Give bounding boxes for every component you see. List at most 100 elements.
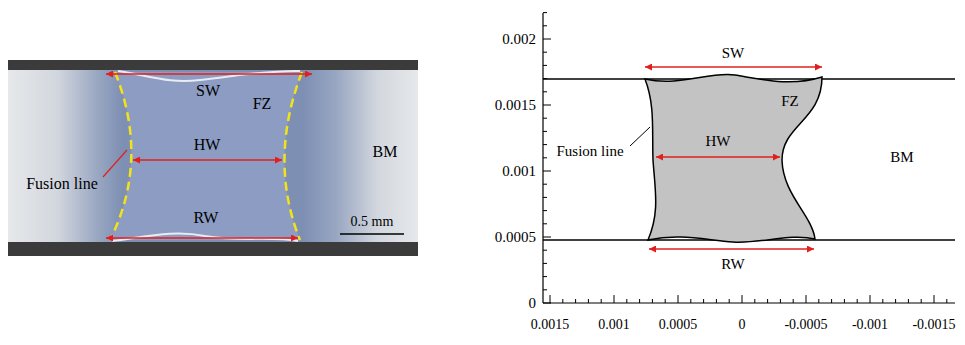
axis-tick-label: 0.0015 [495, 98, 536, 113]
axis-tick [543, 131, 547, 132]
width-arrow [106, 73, 312, 75]
axis-tick [767, 299, 768, 303]
axis-tick [543, 105, 551, 106]
axis-tick [562, 299, 563, 303]
axis-tick [895, 299, 896, 303]
width-arrow [649, 248, 814, 250]
axis-tick [882, 299, 883, 303]
axis-tick [639, 299, 640, 303]
region-label: FZ [253, 96, 272, 112]
axis-tick-label: -0.0015 [912, 318, 955, 332]
axis-tick [742, 295, 743, 303]
axis-tick [543, 52, 547, 53]
axis-tick [588, 299, 589, 303]
axis-tick [857, 299, 858, 303]
scale-label: 0.5 mm [351, 215, 394, 229]
axis-tick [543, 144, 547, 145]
axis-tick [543, 25, 547, 26]
axis-tick [543, 39, 551, 40]
axis-tick [543, 276, 547, 277]
fusion-line [284, 72, 302, 240]
callout-label: Fusion line [26, 176, 98, 192]
axis-tick [703, 299, 704, 303]
axis-tick [818, 299, 819, 303]
dimension-label: SW [722, 46, 745, 61]
region-label: FZ [781, 94, 799, 109]
axis-tick [870, 295, 871, 303]
axis-tick [793, 299, 794, 303]
axis-tick [543, 289, 547, 290]
width-arrow [656, 156, 780, 158]
axis-tick [780, 299, 781, 303]
axis-tick [690, 299, 691, 303]
axis-tick-label: 0 [739, 318, 746, 332]
axis-tick [908, 299, 909, 303]
axis-tick [652, 299, 653, 303]
dimension-label: HW [194, 137, 221, 153]
axis-tick [754, 299, 755, 303]
axis-tick [921, 299, 922, 303]
weld-surface [118, 71, 300, 81]
micrograph [8, 60, 418, 256]
width-arrow [106, 237, 298, 239]
axis-tick [543, 237, 551, 238]
axis-tick [543, 184, 547, 185]
axis-tick [543, 303, 551, 304]
axis-tick [543, 65, 547, 66]
width-arrow [133, 159, 282, 161]
fusion-zone [110, 72, 302, 240]
axis-tick-label: 0.001 [598, 318, 630, 332]
axis-tick [946, 299, 947, 303]
width-arrow [645, 66, 822, 68]
plot-axes [543, 13, 955, 303]
axis-tick [543, 197, 547, 198]
axis-tick-label: 0.0005 [659, 318, 698, 332]
leader-line [630, 127, 650, 146]
axis-tick [614, 295, 615, 303]
axis-tick-label: -0.0005 [784, 318, 827, 332]
axis-tick [543, 263, 547, 264]
region-label: SW [196, 83, 220, 99]
callout-label: Fusion line [556, 144, 623, 159]
base-metal [8, 70, 418, 242]
dimension-label: RW [194, 210, 219, 226]
axis-tick [806, 295, 807, 303]
fusion-line [110, 72, 131, 240]
axis-tick [543, 12, 547, 13]
axis-tick [543, 223, 547, 224]
axis-tick [729, 299, 730, 303]
axis-tick-label: 0.0005 [495, 230, 536, 245]
weld-root [112, 233, 298, 241]
scale-bar [340, 233, 404, 235]
axis-tick [543, 171, 551, 172]
axis-tick [601, 299, 602, 303]
axis-tick [575, 299, 576, 303]
axis-tick [543, 210, 547, 211]
region-label: BM [373, 144, 398, 160]
axis-tick [716, 299, 717, 303]
dimension-label: RW [721, 257, 744, 272]
axis-tick [543, 91, 547, 92]
axis-tick [550, 295, 551, 303]
axis-tick-label: 0.002 [502, 32, 536, 47]
axis-tick [934, 295, 935, 303]
axis-tick [678, 295, 679, 303]
axis-tick [844, 299, 845, 303]
axis-tick [665, 299, 666, 303]
x-axis [543, 302, 955, 303]
region-label: BM [890, 150, 913, 165]
axis-tick-label: 0.001 [502, 164, 536, 179]
photo-background [8, 60, 418, 256]
dimension-label: HW [706, 134, 731, 149]
axis-tick-label: 0.0015 [531, 318, 570, 332]
axis-tick [543, 118, 547, 119]
axis-tick-label: -0.001 [852, 318, 888, 332]
leader-line [103, 150, 127, 177]
axis-tick [626, 299, 627, 303]
axis-tick [543, 78, 547, 79]
axis-tick [543, 250, 547, 251]
fusion-zone [645, 74, 822, 242]
axis-tick [543, 157, 547, 158]
